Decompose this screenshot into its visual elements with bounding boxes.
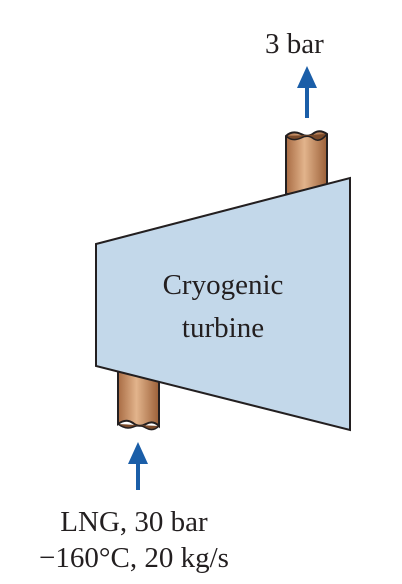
turbine-name-line2: turbine [181, 312, 265, 344]
outlet-arrow [297, 66, 317, 118]
inlet-conditions-line1: LNG, 30 bar [60, 506, 208, 538]
turbine-name-line1: Cryogenic [162, 269, 284, 301]
turbine-body [95, 176, 351, 432]
inlet-arrow [128, 442, 148, 490]
outlet-pressure-label: 3 bar [265, 28, 324, 60]
outlet-pipe [285, 130, 328, 195]
inlet-conditions-line2: −160°C, 20 kg/s [39, 542, 229, 574]
